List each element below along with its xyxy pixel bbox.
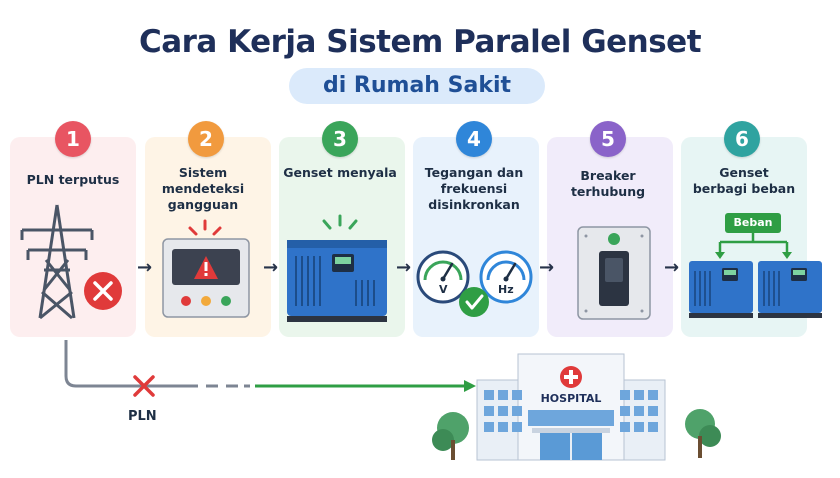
voltage-gauge-icon: [416, 250, 470, 304]
step-label-6: Genset berbagi beban: [692, 165, 796, 196]
breaker-icon: [577, 226, 651, 320]
control-panel-icon: [162, 238, 250, 318]
step-badge-2: 2: [188, 121, 224, 157]
alert-rays-icon: [188, 219, 222, 236]
genset-icon: [689, 261, 753, 318]
step-badge-4: 4: [456, 121, 492, 157]
voltage-label: V: [439, 283, 448, 296]
frequency-gauge-icon: [479, 250, 533, 304]
genset-line: [255, 380, 476, 392]
pln-line: [64, 340, 198, 388]
arrow-icon: →: [539, 257, 555, 278]
check-icon: [459, 287, 489, 317]
tree-icon: [432, 412, 469, 460]
genset-icon: [287, 240, 387, 322]
step-label-4: Tegangan dan frekuensi disinkronkan: [424, 165, 524, 212]
tree-icon: [685, 409, 721, 458]
start-rays-icon: [322, 214, 358, 230]
step-label-5: Breaker terhubung: [570, 168, 646, 199]
power-tower-icon: [20, 204, 94, 320]
step-label-2: Sistem mendeteksi gangguan: [161, 165, 245, 212]
arrow-icon: →: [664, 257, 680, 278]
step-badge-3: 3: [322, 121, 358, 157]
load-box: Beban: [725, 213, 781, 233]
step-badge-1: 1: [55, 121, 91, 157]
arrow-icon: →: [137, 257, 153, 278]
step-badge-5: 5: [590, 121, 626, 157]
step-label-3: Genset menyala: [283, 165, 397, 180]
frequency-label: Hz: [498, 283, 514, 296]
load-sharing-lines-icon: [715, 233, 792, 259]
hospital-building-icon: [476, 353, 666, 461]
hospital-cross-icon: [560, 366, 582, 388]
step-badge-6: 6: [724, 121, 760, 157]
page-subtitle: di Rumah Sakit: [289, 68, 545, 104]
genset-icon: [758, 261, 822, 318]
step-label-1: PLN terputus: [26, 172, 120, 187]
pln-label: PLN: [128, 409, 157, 424]
arrow-icon: →: [396, 257, 412, 278]
pln-cut-icon: [133, 375, 155, 397]
page-title: Cara Kerja Sistem Paralel Genset: [138, 24, 702, 60]
power-off-icon: [84, 272, 122, 310]
hospital-label: HOSPITAL: [540, 392, 602, 405]
arrow-icon: →: [263, 257, 279, 278]
